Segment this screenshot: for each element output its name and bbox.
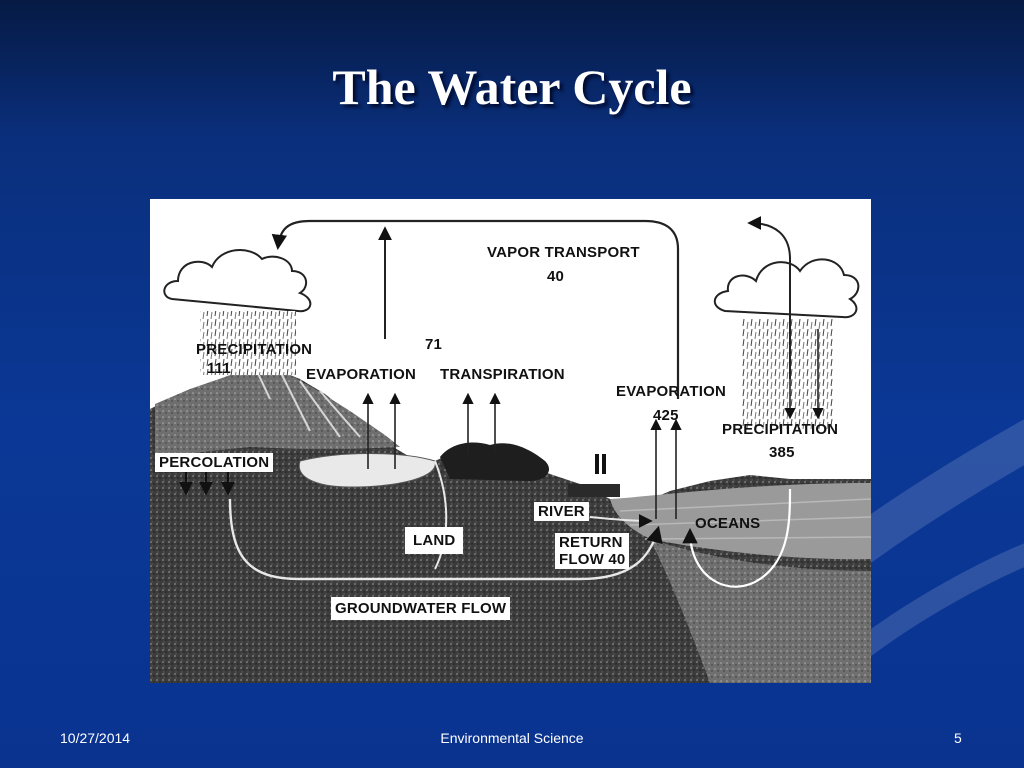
- label-evaporation-ocean-value: 425: [653, 407, 679, 424]
- water-cycle-diagram: VAPOR TRANSPORT 40 PRECIPITATION 111 71 …: [150, 199, 871, 683]
- label-land: LAND: [405, 527, 464, 554]
- cloud-left: [163, 248, 312, 313]
- rain-left: [200, 311, 296, 375]
- ocean-circulation: [682, 488, 792, 588]
- groundwater-flow-arrow: [228, 498, 663, 581]
- label-precipitation-land-value: 111: [207, 360, 231, 377]
- label-river: RIVER: [534, 502, 589, 521]
- label-return-flow: RETURN FLOW 40: [555, 533, 630, 569]
- footer-title: Environmental Science: [440, 730, 584, 746]
- label-return-flow-line1: RETURN: [559, 534, 623, 551]
- label-vapor-transport-value: 40: [547, 268, 565, 285]
- cloud-right: [713, 258, 860, 319]
- label-precipitation-land: PRECIPITATION: [196, 341, 313, 358]
- slide-title: The Water Cycle: [332, 59, 692, 115]
- diagram-artwork: [150, 216, 871, 683]
- land-recharge-loop: [434, 460, 448, 570]
- label-return-flow-line2: FLOW 40: [559, 551, 626, 568]
- label-vapor-transport: VAPOR TRANSPORT: [487, 244, 640, 261]
- footer-page-number: 5: [954, 730, 962, 746]
- label-groundwater-flow: GROUNDWATER FLOW: [331, 597, 511, 620]
- label-land-evap-value: 71: [425, 336, 443, 353]
- label-evaporation-ocean: EVAPORATION: [616, 383, 726, 400]
- ocean-vapor-loop: [747, 216, 791, 379]
- vapor-transport-arrow: [271, 219, 680, 399]
- rain-right: [742, 319, 834, 429]
- label-evaporation-land: EVAPORATION: [306, 366, 416, 383]
- label-precipitation-ocean-value: 385: [769, 444, 795, 461]
- lake: [298, 453, 436, 488]
- label-transpiration: TRANSPIRATION: [440, 366, 565, 383]
- label-oceans: OCEANS: [695, 515, 761, 532]
- river-arrow: [589, 513, 653, 528]
- label-precipitation-ocean: PRECIPITATION: [722, 421, 839, 438]
- label-percolation: PERCOLATION: [155, 453, 274, 472]
- footer-date: 10/27/2014: [60, 730, 131, 746]
